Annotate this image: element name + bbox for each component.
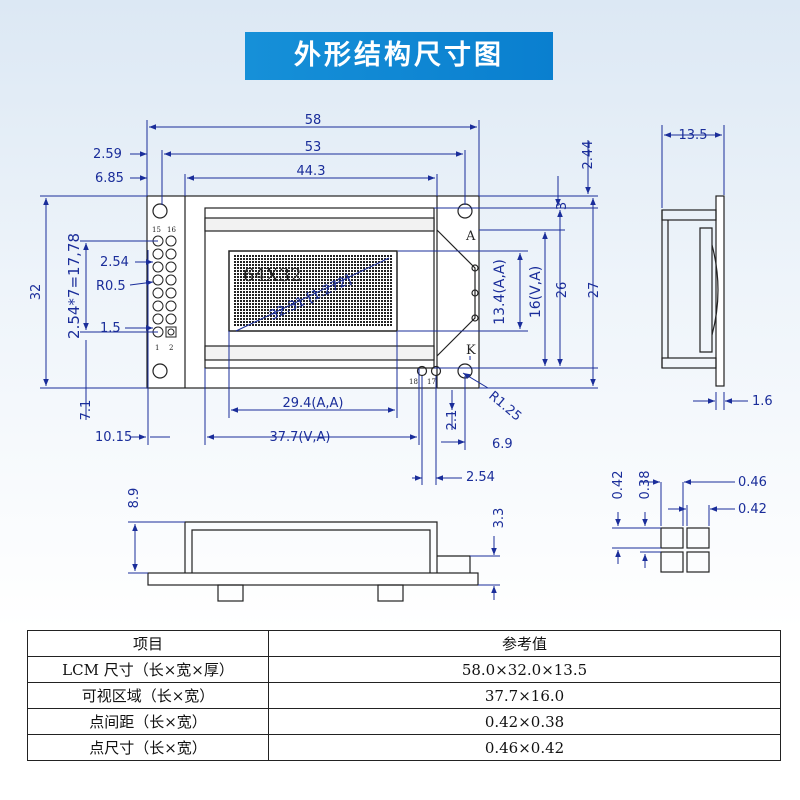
dim-dot-h-0-42: 0.42: [738, 502, 767, 517]
dim-frame-44-3: 44.3: [297, 164, 326, 179]
dim-height-32: 32: [29, 284, 44, 301]
table-cell: 点间距（长×宽）: [27, 708, 269, 735]
pin-label-17: 17: [427, 378, 436, 386]
dimension-drawing: 58 53 44.3 2.59 6.85 32 2.54*7=17,78 2.5…: [29, 113, 773, 602]
table-header-row: 项目 参考值: [27, 630, 781, 657]
dim-pitch-total: 2.54*7=17,78: [65, 233, 83, 339]
mount-hole: [152, 203, 168, 219]
dim-2-44: 2.44: [581, 141, 596, 170]
dim-hole-span-53: 53: [305, 140, 322, 155]
pin-label-18: 18: [409, 378, 418, 386]
table-row: 可视区域（长×宽） 37.7×16.0: [27, 682, 781, 709]
dot-matrix-area: [233, 255, 393, 327]
table-cell: 58.0×32.0×13.5: [268, 656, 781, 683]
mount-hole: [152, 363, 168, 379]
dim-2-1: 2.1: [445, 410, 460, 431]
side-view-dims: [661, 125, 748, 410]
pin-label-16: 16: [167, 226, 176, 234]
dim-2-59: 2.59: [93, 147, 122, 162]
dim-dot-gap-0-38: 0.38: [638, 471, 653, 500]
front-view: [146, 195, 480, 389]
table-header-item: 项目: [27, 630, 269, 657]
pin-label-1: 1: [155, 344, 159, 352]
dim-3-3: 3.3: [492, 508, 507, 529]
table-cell: LCM 尺寸（长×宽×厚）: [27, 656, 269, 683]
table-cell: 点尺寸（长×宽）: [27, 734, 269, 761]
dim-27: 27: [587, 282, 602, 299]
dimension-lines: [40, 120, 598, 485]
dim-thickness-13-5: 13.5: [679, 128, 708, 143]
dim-hole-radius: R1.25: [485, 389, 524, 425]
dim-dot-w-0-46: 0.46: [738, 475, 767, 490]
dim-8-9: 8.9: [127, 488, 142, 509]
table-header-value: 参考值: [268, 630, 781, 657]
dim-3: 3: [555, 202, 570, 210]
dot-detail-dims: [612, 479, 735, 568]
dim-active-width: 29.4(A,A): [282, 396, 343, 411]
table-cell: 37.7×16.0: [268, 682, 781, 709]
bottom-view: [147, 521, 479, 602]
dim-pin-1-5: 1.5: [100, 321, 121, 336]
label-anode: A: [465, 229, 476, 244]
label-resolution: 64X32: [243, 265, 302, 286]
page-title: 外形结构尺寸图: [245, 32, 553, 80]
led-pad: [471, 264, 479, 272]
dim-dot-gap-0-42: 0.42: [611, 471, 626, 500]
side-view: [661, 195, 725, 387]
dim-10-15: 10.15: [95, 430, 132, 445]
pin-hole: [416, 365, 428, 377]
dim-1-6: 1.6: [752, 394, 773, 409]
table-row: LCM 尺寸（长×宽×厚） 58.0×32.0×13.5: [27, 656, 781, 683]
dim-pin-2-54: 2.54: [466, 470, 495, 485]
table-cell: 可视区域（长×宽）: [27, 682, 269, 709]
pin-hole: [430, 365, 442, 377]
dot-detail: [660, 527, 710, 573]
led-pad: [471, 289, 479, 297]
label-cathode: K: [466, 343, 476, 358]
led-pad: [471, 314, 479, 322]
table-row: 点尺寸（长×宽） 0.46×0.42: [27, 734, 781, 761]
spec-table: 项目 参考值 LCM 尺寸（长×宽×厚） 58.0×32.0×13.5 可视区域…: [27, 630, 781, 761]
dim-view-width: 37.7(V,A): [269, 430, 330, 445]
table-row: 点间距（长×宽） 0.42×0.38: [27, 708, 781, 735]
bottom-view-dims: [128, 521, 500, 600]
dim-6-85: 6.85: [95, 171, 124, 186]
dim-view-height: 16(V,A): [528, 266, 544, 318]
dim-6-9: 6.9: [492, 437, 513, 452]
pin-label-15: 15: [152, 226, 161, 234]
dim-pin-radius: R0.5: [96, 279, 126, 294]
pin-header: [152, 235, 177, 338]
dim-width-58: 58: [305, 113, 322, 128]
dim-26: 26: [555, 282, 570, 299]
dim-pin-pitch: 2.54: [100, 255, 129, 270]
dim-7-1: 7.1: [79, 400, 94, 421]
dim-active-height: 13.4(A,A): [492, 259, 508, 325]
table-cell: 0.42×0.38: [268, 708, 781, 735]
table-cell: 0.46×0.42: [268, 734, 781, 761]
pin-label-2: 2: [169, 344, 173, 352]
